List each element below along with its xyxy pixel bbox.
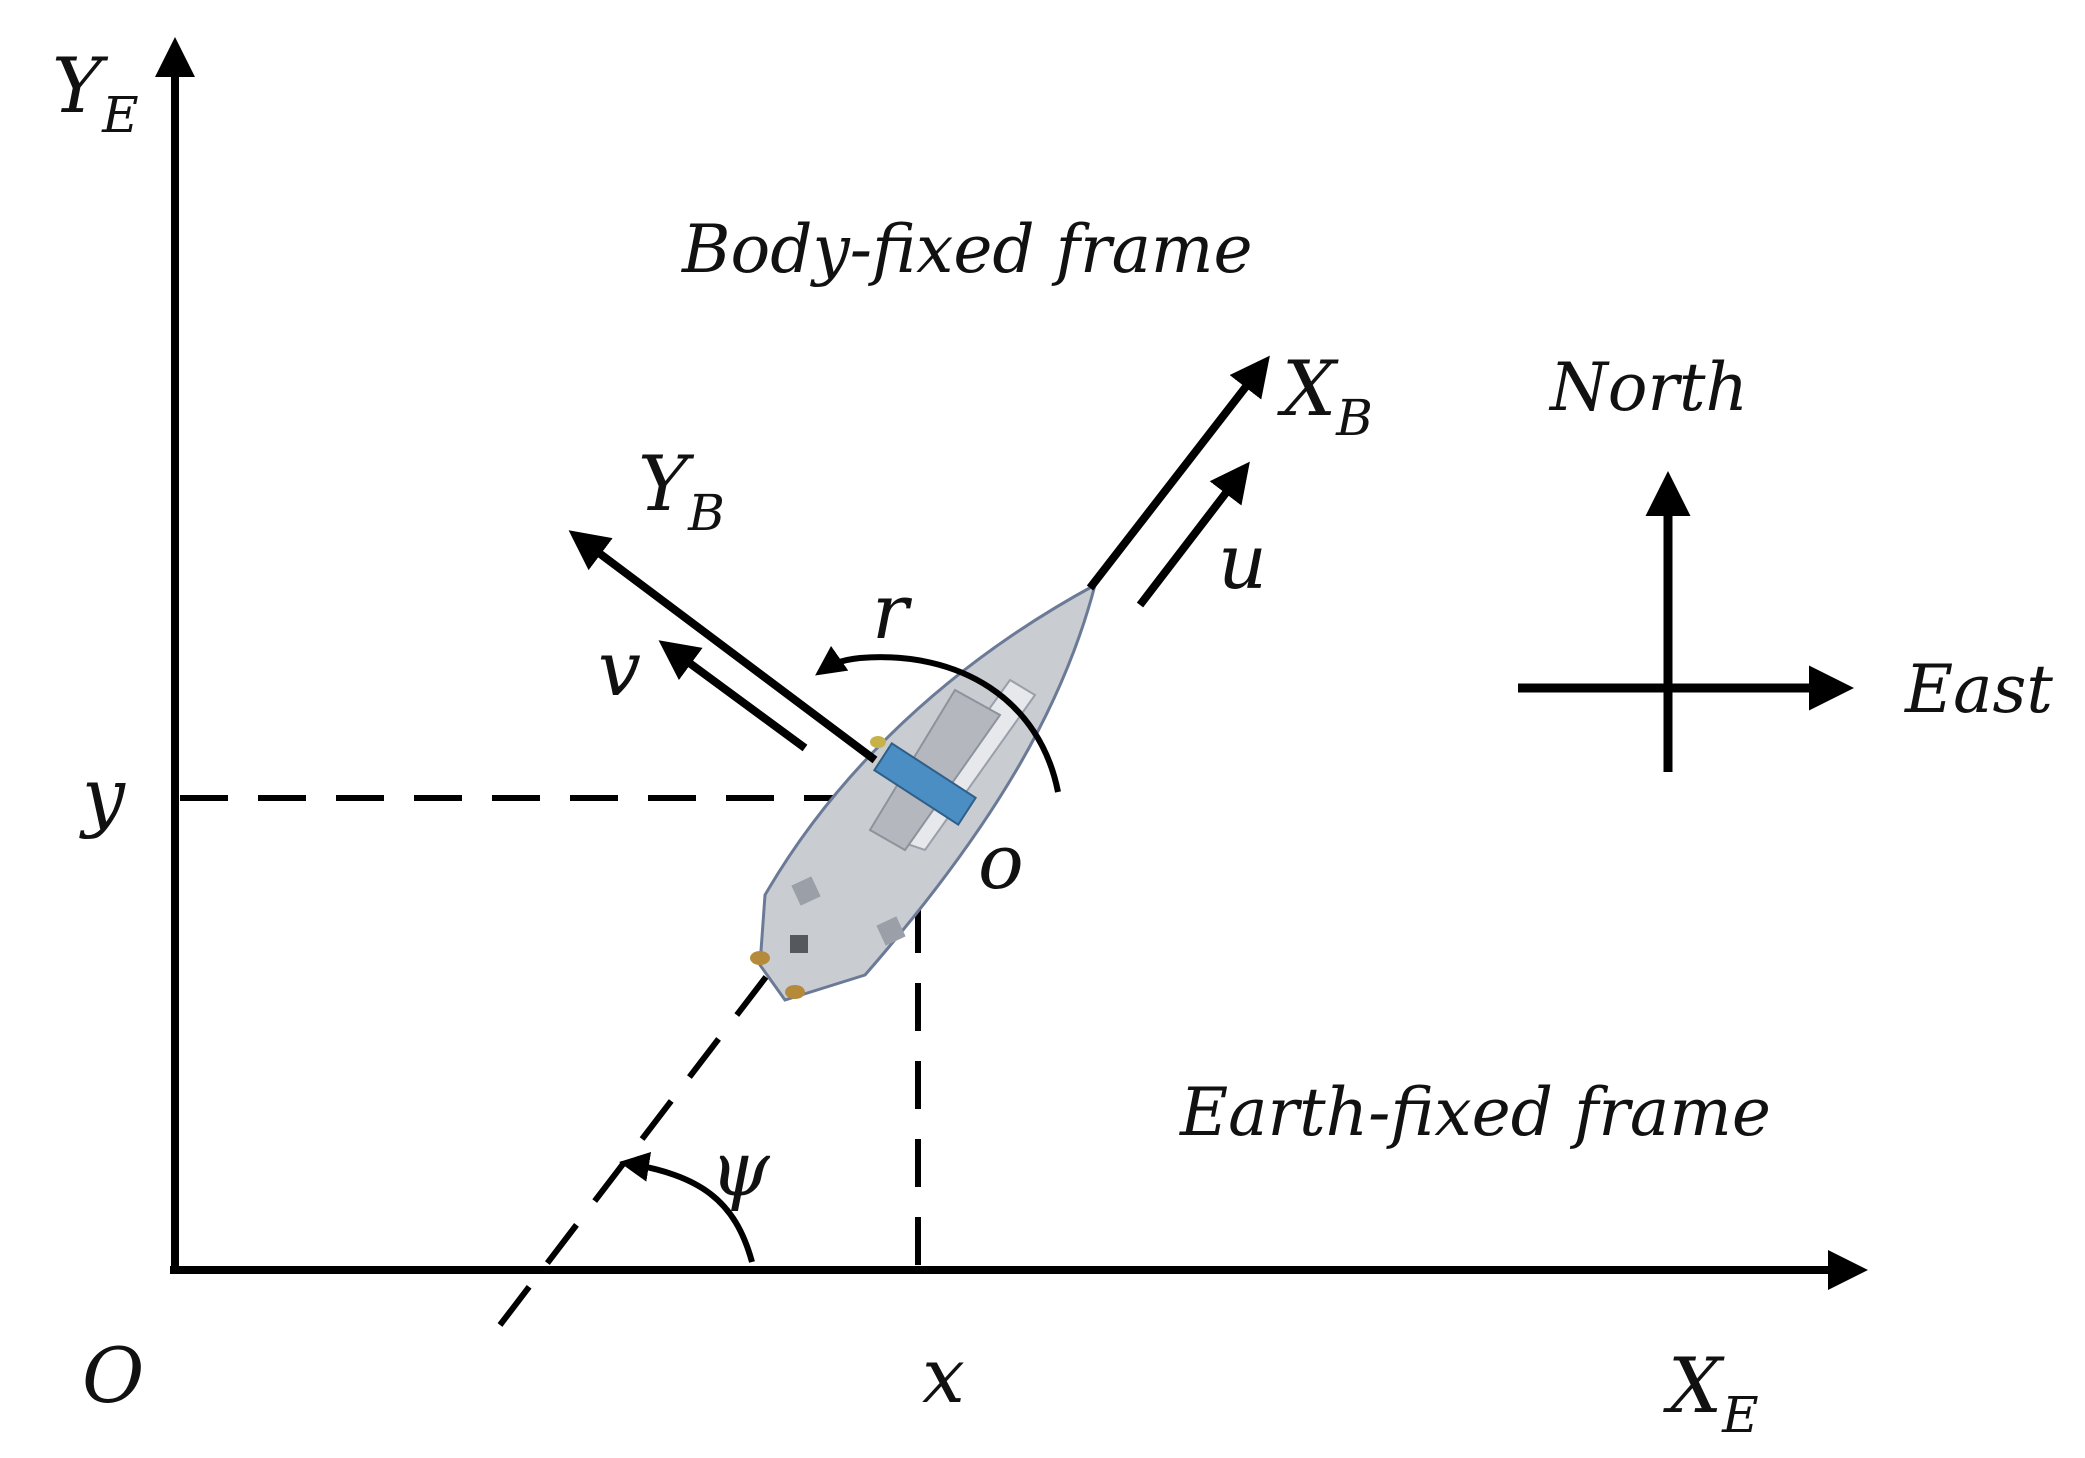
body-origin-label: o — [978, 817, 1024, 906]
psi-label: ψ — [710, 1124, 771, 1213]
east-label: East — [1904, 651, 2053, 728]
origin-label: O — [82, 1331, 144, 1420]
v-label: v — [598, 624, 641, 713]
y-value-label: y — [79, 751, 126, 840]
ship-stern-box-left — [791, 876, 821, 906]
yb-label-main: Y — [638, 439, 695, 528]
ship-stern-box-right — [876, 916, 906, 946]
xb-label-sub: B — [1335, 389, 1373, 447]
r-label: r — [872, 567, 913, 656]
bow-marker-icon — [870, 736, 886, 748]
heading-angle-arc — [619, 1151, 755, 1263]
ship-stern-box-center — [790, 935, 808, 953]
body-frame-label: Body-fixed frame — [681, 211, 1253, 288]
yb-axis — [568, 530, 878, 764]
ship-engine-block — [872, 741, 978, 827]
u-label: u — [1218, 517, 1267, 606]
xe-label: XE — [1663, 1341, 1759, 1444]
ye-label-sub: E — [101, 86, 139, 144]
thruster-left-icon — [750, 951, 770, 965]
north-label: North — [1548, 349, 1748, 426]
compass — [1518, 471, 1854, 772]
ye-label: YE — [52, 41, 139, 144]
thruster-right-icon — [785, 985, 805, 999]
xe-label-main: X — [1663, 1341, 1725, 1430]
xb-label: XB — [1277, 344, 1373, 447]
ye-label-main: Y — [52, 41, 109, 130]
u-velocity-arrow — [1136, 461, 1250, 608]
v-velocity-arrow — [658, 640, 808, 752]
ship — [750, 582, 1098, 1002]
x-value-label: x — [922, 1331, 965, 1420]
xb-label-main: X — [1277, 344, 1339, 433]
earth-frame-label: Earth-fixed frame — [1179, 1074, 1771, 1151]
xb-axis — [1086, 355, 1270, 591]
xe-label-sub: E — [1721, 1386, 1759, 1444]
yaw-rate-arc — [815, 645, 1061, 793]
yb-label: YB — [638, 439, 725, 542]
yb-label-sub: B — [687, 484, 725, 542]
heading-line-dashed — [497, 878, 843, 1327]
